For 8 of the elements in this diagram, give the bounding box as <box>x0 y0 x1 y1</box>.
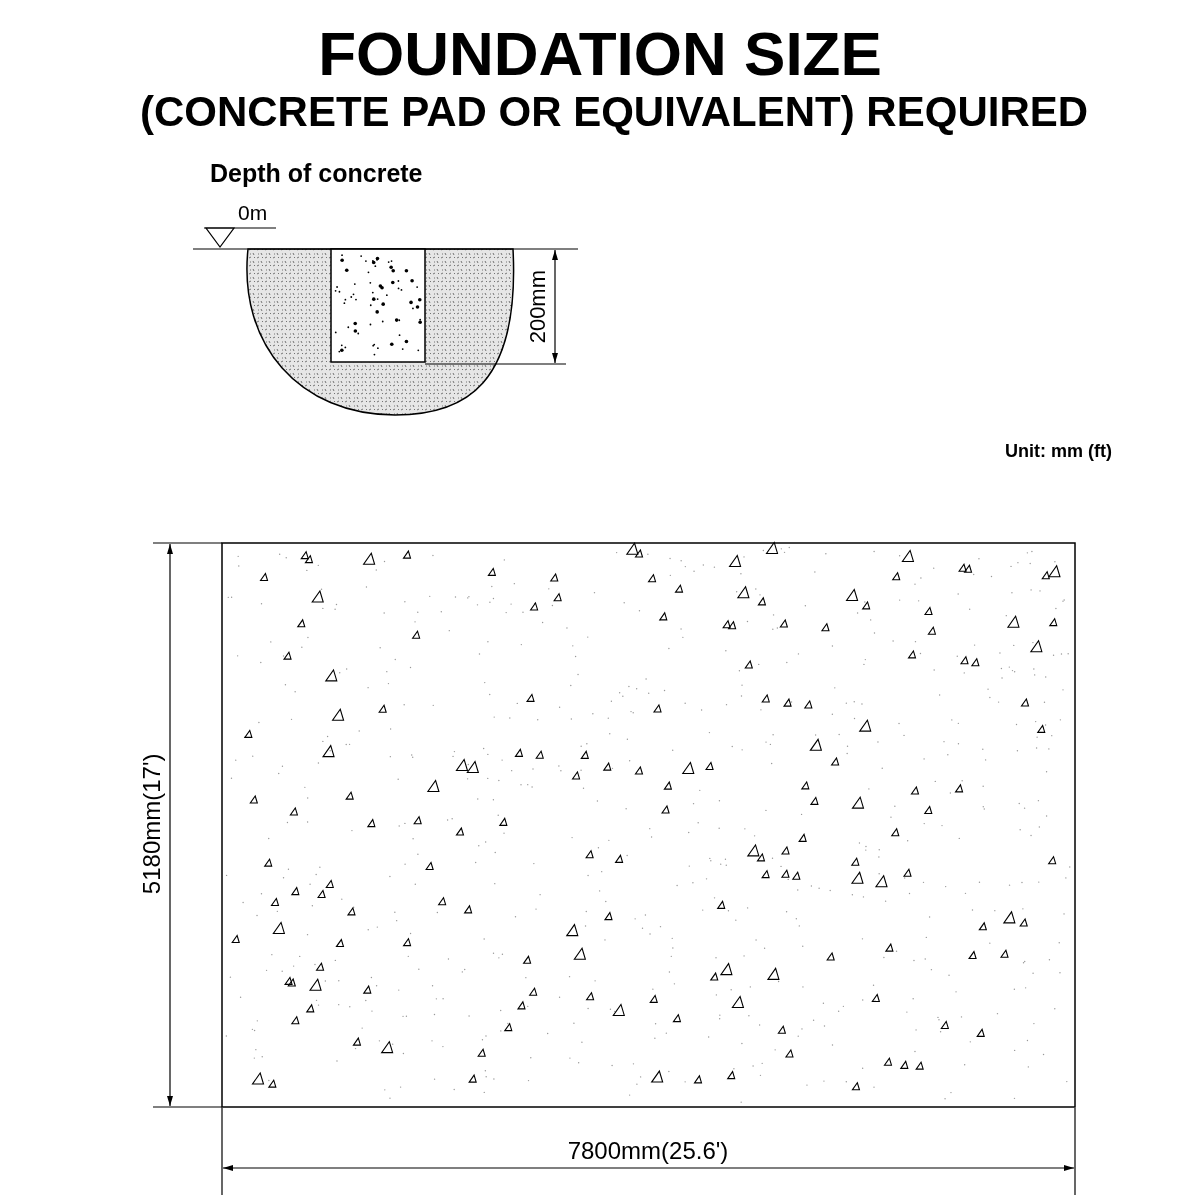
dimension-label: 7800mm(25.6') <box>566 1137 730 1165</box>
dimension-label: 5180mm(17') <box>138 752 166 897</box>
dimension-label: 200mm <box>525 269 551 346</box>
section-heading: Depth of concrete <box>210 159 423 188</box>
subtitle: (CONCRETE PAD OR EQUIVALENT) REQUIRED <box>138 88 1090 137</box>
unit-note: Unit: mm (ft) <box>1005 441 1112 462</box>
title: FOUNDATION SIZE <box>317 18 883 90</box>
level-label: 0m <box>238 201 268 226</box>
